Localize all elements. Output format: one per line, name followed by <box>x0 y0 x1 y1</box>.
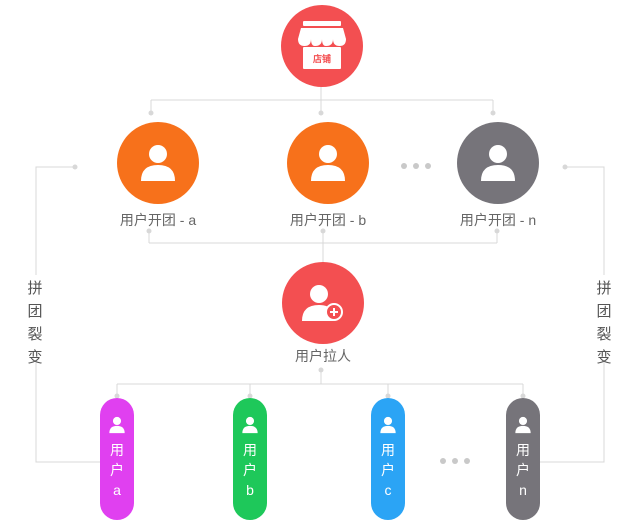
side-label-right: 拼团裂变 <box>596 280 612 366</box>
recruit-label: 用户拉人 <box>295 348 351 364</box>
connector-dot <box>318 110 324 116</box>
connector-line <box>35 362 100 463</box>
ellipsis-dots <box>401 163 431 169</box>
group-node-b <box>287 122 369 204</box>
user-icon <box>242 416 258 434</box>
user-label: 用户c <box>381 442 395 498</box>
user-icon <box>481 145 515 181</box>
user-icon <box>311 145 345 181</box>
connector-dot <box>72 164 78 170</box>
connector-line <box>566 166 605 275</box>
user-label: 用户n <box>516 442 530 498</box>
store-icon: 店铺 <box>291 17 353 75</box>
group-node-n <box>457 122 539 204</box>
user-icon <box>109 416 125 434</box>
connector-dot <box>146 228 152 234</box>
group-node-label: 用户开团 - n <box>459 212 537 228</box>
store-node: 店铺 <box>281 5 363 87</box>
store-label: 店铺 <box>312 54 331 64</box>
user-icon <box>515 416 531 434</box>
connector-dot <box>490 110 496 116</box>
side-label-left: 拼团裂变 <box>27 280 43 366</box>
connector-dot <box>318 367 324 373</box>
connector-dot <box>148 110 154 116</box>
connector-dot <box>247 393 253 399</box>
user-icon <box>380 416 396 434</box>
user-pill-c: 用户c <box>371 398 405 520</box>
connector-dot <box>385 393 391 399</box>
connector-dot <box>114 393 120 399</box>
group-node-a <box>117 122 199 204</box>
user-label: 用户a <box>110 442 124 498</box>
recruit-node <box>282 262 364 344</box>
connector-dot <box>562 164 568 170</box>
ellipsis-dots <box>440 458 470 464</box>
connector-dot <box>520 393 526 399</box>
user-add-icon <box>302 285 343 321</box>
user-label: 用户b <box>243 442 257 498</box>
connector-line <box>35 166 74 275</box>
user-pill-n: 用户n <box>506 398 540 520</box>
group-node-label: 用户开团 - a <box>119 212 197 228</box>
connector-line <box>540 362 605 463</box>
user-icon <box>141 145 175 181</box>
connector-dot <box>494 228 500 234</box>
user-pill-a: 用户a <box>100 398 134 520</box>
connector-dot <box>320 228 326 234</box>
user-pill-b: 用户b <box>233 398 267 520</box>
group-node-label: 用户开团 - b <box>289 212 367 228</box>
